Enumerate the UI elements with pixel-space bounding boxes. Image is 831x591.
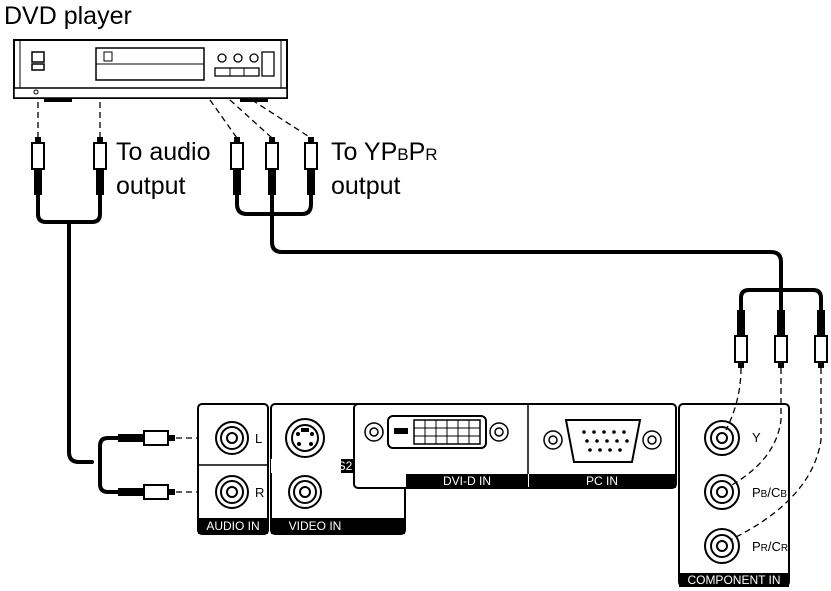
component-in-label: COMPONENT IN [687,573,780,587]
audio-output-label-line2: output [116,172,186,200]
audio-output-label-line1: To audio [116,138,211,166]
ypbpr-output-label-line2: output [331,172,401,200]
audio-in-panel: L R AUDIO IN [197,403,269,535]
dvi-d-in-label: DVI-D IN [443,474,491,488]
audio-r-label: R [255,485,264,500]
component-in-panel: Y PB/CB PR/CR COMPONENT IN [678,403,790,587]
component-cable [270,212,783,292]
ypbpr-output-label-line1: To YPBPR [331,138,438,166]
component-y-label: Y [752,430,761,445]
ypbpr-plug-pr [304,137,318,195]
projector-audio-plug-l [118,430,175,446]
pc-in-label: PC IN [586,474,618,488]
audio-in-label: AUDIO IN [206,519,259,533]
component-plug-pr [814,310,828,368]
ypbpr-plug-y [230,137,244,195]
component-plug-y [734,310,748,368]
audio-cable [67,220,94,464]
audio-plug-left [31,137,45,195]
component-pb-label: PB/CB [752,485,787,500]
video-in-label: VIDEO IN [289,519,342,533]
dvd-player [13,39,288,102]
component-pr-label: PR/CR [752,539,788,554]
projector-audio-plug-r [118,484,175,500]
component-plug-pb [774,310,788,368]
device-title: DVD player [4,2,132,30]
dvi-pc-panel: DVI-D IN PC IN [353,403,677,489]
ypbpr-plug-pb [265,137,279,195]
audio-plug-right [93,137,107,195]
audio-l-label: L [255,431,262,446]
